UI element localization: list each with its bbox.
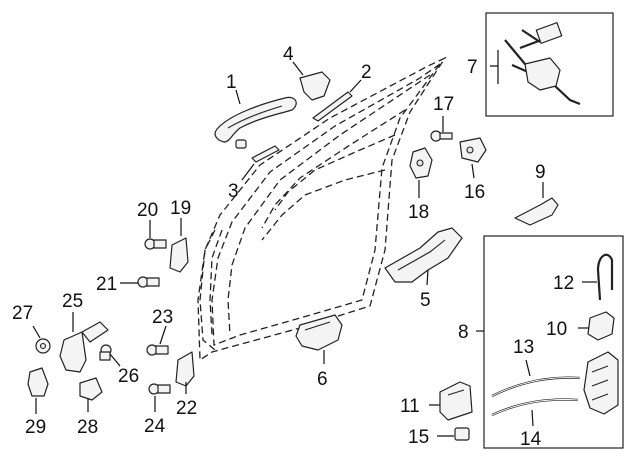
callout-29: 29 — [25, 417, 46, 438]
part-7-box — [485, 12, 614, 117]
callout-28: 28 — [77, 417, 98, 438]
callout-10: 10 — [546, 319, 567, 340]
part-27-nut — [35, 338, 51, 354]
part-14-lock-cable — [491, 398, 579, 416]
callout-1: 1 — [226, 72, 237, 93]
part-23-hinge-bolt — [146, 344, 169, 356]
part-25-door-check — [59, 321, 109, 373]
door-lock-actuator — [583, 351, 619, 415]
part-2-handle-trim-strip — [312, 91, 353, 122]
callout-9: 9 — [535, 162, 546, 183]
callout-11: 11 — [400, 396, 420, 417]
callout-5: 5 — [420, 290, 431, 311]
leader-lines — [32, 50, 597, 437]
callout-18: 18 — [408, 202, 429, 223]
callout-4: 4 — [283, 44, 294, 65]
callout-labels: 1 2 3 4 5 6 7 8 9 10 11 12 13 14 15 16 1… — [12, 44, 574, 450]
callout-24: 24 — [144, 416, 166, 437]
callout-19: 19 — [170, 198, 191, 219]
callout-14: 14 — [520, 429, 542, 450]
part-17-bolt — [430, 130, 453, 142]
callout-27: 27 — [12, 303, 33, 324]
callout-17: 17 — [433, 94, 454, 115]
part-4-handle-cap — [299, 71, 331, 101]
part-18-check-plate — [409, 147, 433, 179]
part-28-check-cover — [79, 377, 103, 401]
callout-13: 13 — [513, 337, 534, 358]
part-10-lock-switch — [587, 311, 615, 341]
part-9-striker-bracket — [514, 197, 559, 226]
part-3-handle-gasket — [251, 145, 280, 163]
callout-26: 26 — [118, 366, 139, 387]
part-26-check-bolt — [99, 344, 112, 361]
part-22-lower-hinge — [175, 351, 195, 387]
callout-16: 16 — [464, 182, 485, 203]
part-12-rod-cable — [596, 253, 614, 301]
door-shell-outline — [197, 56, 447, 362]
callout-12: 12 — [553, 273, 574, 294]
callout-3: 3 — [228, 181, 239, 202]
part-1-outside-door-handle — [214, 96, 297, 149]
callout-23: 23 — [152, 307, 173, 328]
callout-21: 21 — [96, 274, 117, 295]
part-21-hinge-bolt — [137, 276, 160, 288]
callout-15: 15 — [408, 427, 429, 448]
part-19-upper-hinge — [169, 237, 189, 273]
callout-22: 22 — [176, 398, 197, 419]
part-6-lower-bracket — [295, 314, 343, 351]
part-24-hinge-bolt — [148, 383, 171, 395]
part-20-hinge-bolt — [144, 238, 167, 250]
callout-6: 6 — [317, 369, 328, 390]
callout-7: 7 — [467, 57, 478, 78]
part-15-clip — [454, 427, 470, 441]
part-8-box — [483, 235, 624, 449]
part-11-lock-cover — [439, 381, 473, 421]
part-29-rubber-stop — [27, 367, 49, 397]
part-13-inside-handle-cable — [491, 376, 581, 397]
part-5-reinforcement-bracket — [384, 227, 463, 283]
callout-25: 25 — [62, 291, 83, 312]
callout-2: 2 — [361, 62, 372, 83]
callout-20: 20 — [137, 200, 158, 221]
callout-8: 8 — [458, 322, 469, 343]
part-16-striker — [459, 137, 487, 163]
